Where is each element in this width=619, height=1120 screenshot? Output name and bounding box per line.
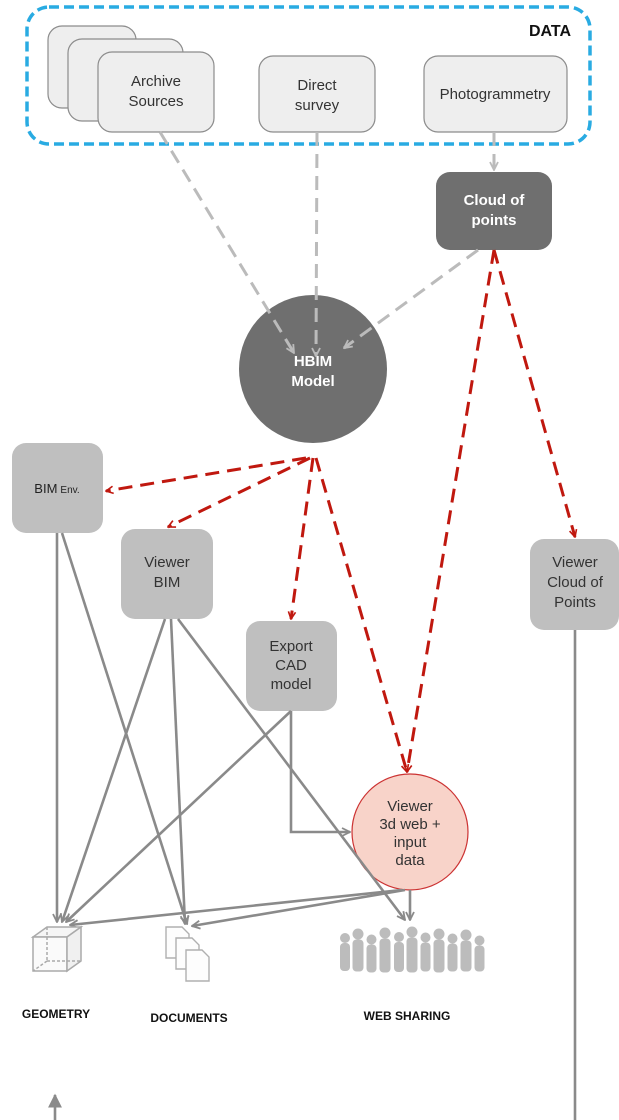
viewer-bim-node: Viewer BIM [121, 529, 213, 619]
export-cad-model-node: Export CAD model [246, 621, 337, 711]
data-group-border [25, 5, 592, 146]
distribution-edges [106, 249, 575, 772]
viewer-3d-label-line4: data [395, 852, 425, 869]
export-cad-label-line2: CAD [275, 657, 307, 674]
edge-hbim-to-viewer-bim [168, 456, 311, 529]
viewer-bim-label-line2: BIM [154, 574, 181, 591]
edge-cloud-to-viewer-3d [407, 249, 496, 772]
data-group-title: DATA [529, 23, 572, 40]
geometry-caption: GEOMETRY [22, 1007, 90, 1021]
edge-export-cad-to-geometry [66, 710, 292, 922]
viewer-cloud-label-line1: Viewer [552, 554, 598, 571]
output-edges [48, 532, 577, 1120]
edge-documents-link [169, 618, 185, 924]
hbim-model-label-line1: HBIM [294, 353, 332, 370]
viewer-bim-label-line1: Viewer [144, 554, 190, 571]
edge-direct-to-hbim [316, 131, 317, 356]
viewer-cloud-label-line2: Cloud of [547, 574, 604, 591]
photogrammetry-label: Photogrammetry [440, 86, 551, 103]
edge-cloud-to-viewer-cloud [492, 249, 575, 537]
edge-export-cad-to-viewer-3d [289, 711, 350, 832]
edge-viewer-3d-to-geometry [70, 888, 403, 925]
edge-cloud-to-hbim [344, 248, 479, 350]
direct-survey-label-line2: survey [295, 97, 340, 114]
viewer-cloud-of-points-node: Viewer Cloud of Points [530, 539, 619, 630]
edge-viewer-3d-to-documents [192, 888, 406, 926]
edge-viewer-bim-to-geometry [62, 618, 167, 922]
archive-sources-node: Archive Sources [47, 25, 215, 133]
export-cad-label-line3: model [271, 676, 312, 693]
archive-sources-label-line2: Sources [128, 93, 183, 110]
cloud-of-points-node: Cloud of points [436, 172, 552, 250]
edge-bim-env-to-documents [60, 532, 187, 924]
documents-caption: DOCUMENTS [150, 1011, 227, 1025]
viewer-3d-label-line1: Viewer [387, 798, 433, 815]
cloud-of-points-label-line2: points [472, 212, 517, 229]
export-cad-label-line1: Export [269, 638, 313, 655]
cube-icon [30, 925, 84, 973]
archive-sources-label-line1: Archive [131, 73, 181, 90]
data-input-edges [158, 131, 494, 356]
viewer-3d-web-node: Viewer 3d web + input data [351, 773, 469, 891]
direct-survey-node: Direct survey [258, 55, 376, 133]
people-silhouettes-icon [340, 926, 485, 973]
hbim-model-label-line2: Model [291, 373, 334, 390]
direct-survey-label-line1: Direct [297, 77, 337, 94]
edge-hbim-to-bim-env [106, 456, 307, 491]
viewer-3d-label-line3: input [394, 834, 427, 851]
documents-icon [165, 926, 210, 982]
hbim-model-node: HBIM Model [239, 295, 387, 443]
web-sharing-caption: WEB SHARING [364, 1009, 451, 1023]
cloud-of-points-label-line1: Cloud of [464, 192, 526, 209]
viewer-3d-label-line2: 3d web + [379, 816, 441, 833]
edge-hbim-to-viewer-3d [314, 457, 407, 772]
viewer-cloud-label-line3: Points [554, 594, 596, 611]
edge-hbim-to-export-cad [291, 457, 315, 619]
photogrammetry-node: Photogrammetry [423, 55, 568, 133]
